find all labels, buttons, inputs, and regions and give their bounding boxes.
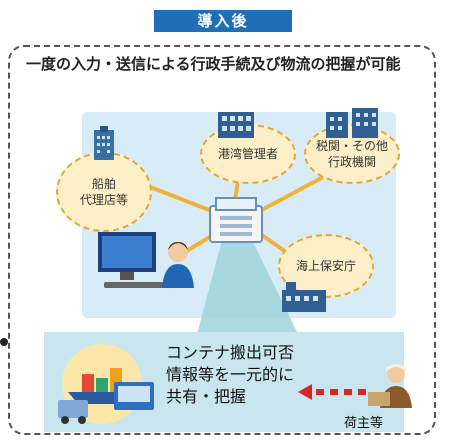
description-text: 一度の入力・送信による行政手続及び物流の把握が可能 (26, 55, 401, 73)
callout-text: コンテナ搬出可否情報等を一元的に共有・把握 (166, 343, 295, 406)
office-building-icon (218, 112, 254, 138)
node-ship-agent-label: 船舶 代理店等 (79, 177, 128, 207)
government-buildings-icon (326, 108, 378, 138)
node-coast-guard-label: 海上保安庁 (295, 259, 356, 273)
node-port-manager-label: 港湾管理者 (217, 147, 278, 161)
header-badge: 導入後 (154, 10, 292, 32)
logistics-icon (58, 344, 154, 424)
shipper-label: 荷主等 (344, 416, 384, 431)
computer-operator-icon (98, 232, 194, 288)
node-customs-label: 税関・その他 行政機関 (315, 139, 388, 169)
node-ship-agent: 船舶 代理店等 (56, 152, 152, 232)
shipper-person-icon (368, 364, 412, 408)
building-icon (94, 126, 114, 160)
node-port-manager: 港湾管理者 (200, 124, 296, 184)
callout-wedge (196, 240, 300, 338)
diagram-frame (8, 45, 436, 435)
coast-guard-building-icon (282, 282, 326, 312)
hub-server-icon (209, 197, 263, 243)
red-arrow-icon (298, 384, 366, 400)
connector-dot (0, 338, 8, 346)
